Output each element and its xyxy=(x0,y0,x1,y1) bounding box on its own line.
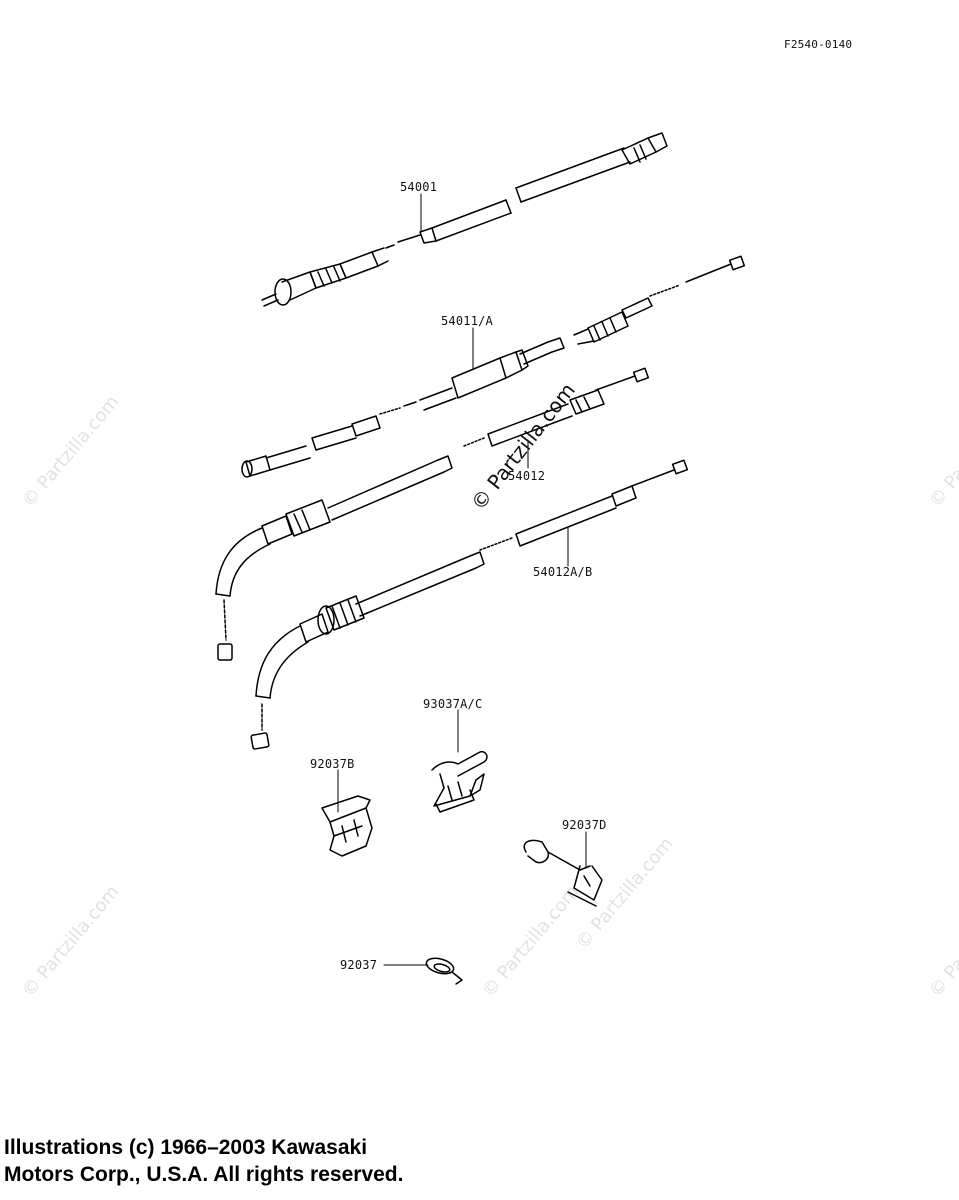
cable-54001 xyxy=(261,132,668,307)
copyright-line-2: Motors Corp., U.S.A. All rights reserved… xyxy=(4,1163,404,1186)
part-label-54012[interactable]: 54012 xyxy=(508,469,546,483)
part-label-93037ac[interactable]: 93037A/C xyxy=(423,697,483,711)
cable-54011 xyxy=(241,255,746,478)
bracket-92037d xyxy=(523,839,603,907)
clip-92037 xyxy=(425,957,463,985)
leader-lines xyxy=(337,193,587,966)
part-label-92037b[interactable]: 92037B xyxy=(310,757,355,771)
copyright-line-1: Illustrations (c) 1966–2003 Kawasaki xyxy=(4,1136,368,1159)
cable-54012ab xyxy=(250,459,689,750)
clamp-93037 xyxy=(431,750,488,813)
figure-code: F2540-0140 xyxy=(784,38,853,51)
part-label-92037d[interactable]: 92037D xyxy=(562,818,607,832)
clamp-92037b xyxy=(321,795,373,857)
part-label-92037[interactable]: 92037 xyxy=(340,958,378,972)
part-label-54001[interactable]: 54001 xyxy=(400,180,438,194)
part-label-54011a[interactable]: 54011/A xyxy=(441,314,493,328)
part-label-54012ab[interactable]: 54012A/B xyxy=(533,565,593,579)
cable-54012 xyxy=(215,367,650,661)
